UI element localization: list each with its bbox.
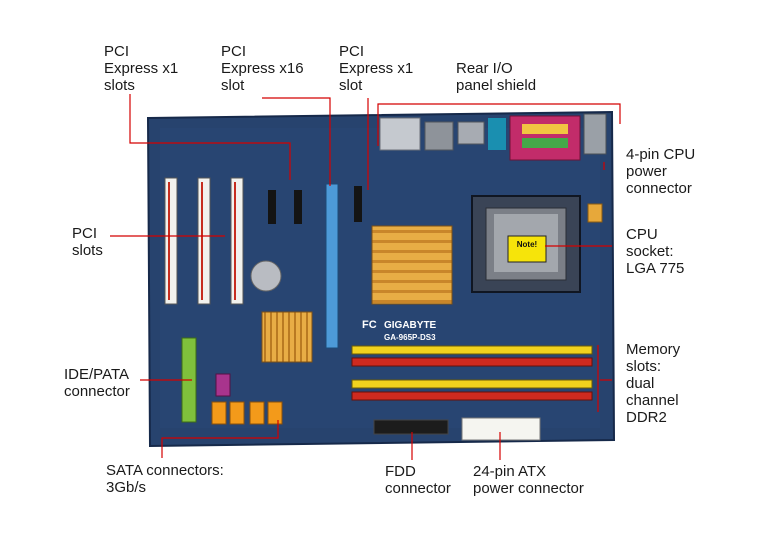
southbridge-heatsink bbox=[261, 311, 313, 363]
label-pci-express-x1-slots: PCI Express x1 slots bbox=[104, 43, 179, 94]
label-ide-pata-connector: IDE/PATA connector bbox=[64, 366, 130, 400]
label-memory-slots: Memory slots: dual channel DDR2 bbox=[626, 341, 681, 426]
label-pci-express-x16-slot: PCI Express x16 slot bbox=[221, 43, 304, 94]
northbridge-heatsink bbox=[371, 225, 453, 305]
note-sticker-text: Note! bbox=[517, 240, 537, 249]
label-cpu-socket: CPU socket: LGA 775 bbox=[626, 226, 685, 277]
memory-slots bbox=[351, 345, 593, 401]
pci-slots bbox=[164, 177, 244, 305]
label-cpu-power-connector: 4-pin CPU power connector bbox=[626, 146, 696, 197]
rear-io-connectors bbox=[379, 113, 607, 161]
label-sata-connectors: SATA connectors: 3Gb/s bbox=[106, 462, 224, 496]
pcie-x16-slot bbox=[325, 183, 339, 349]
cpu-power-connector bbox=[587, 203, 603, 223]
label-atx-power-connector: 24-pin ATX power connector bbox=[473, 463, 584, 497]
cmos-battery bbox=[250, 260, 282, 292]
fdd-connector bbox=[373, 419, 449, 435]
brand-logo: GIGABYTE bbox=[384, 320, 437, 331]
pcie-x1-slots bbox=[268, 186, 362, 224]
fc-mark: FC bbox=[362, 319, 377, 331]
atx-power-connector bbox=[461, 417, 541, 441]
label-pci-slots: PCI slots bbox=[72, 225, 103, 259]
label-fdd-connector: FDD connector bbox=[385, 463, 451, 497]
sata-connectors bbox=[211, 373, 283, 425]
label-pci-express-x1-slot: PCI Express x1 slot bbox=[339, 43, 414, 94]
model-text: GA-965P-DS3 bbox=[384, 333, 436, 342]
label-rear-io-panel-shield: Rear I/O panel shield bbox=[456, 60, 537, 94]
cpu-socket: Note! bbox=[471, 195, 581, 293]
leader-lines bbox=[110, 94, 621, 460]
